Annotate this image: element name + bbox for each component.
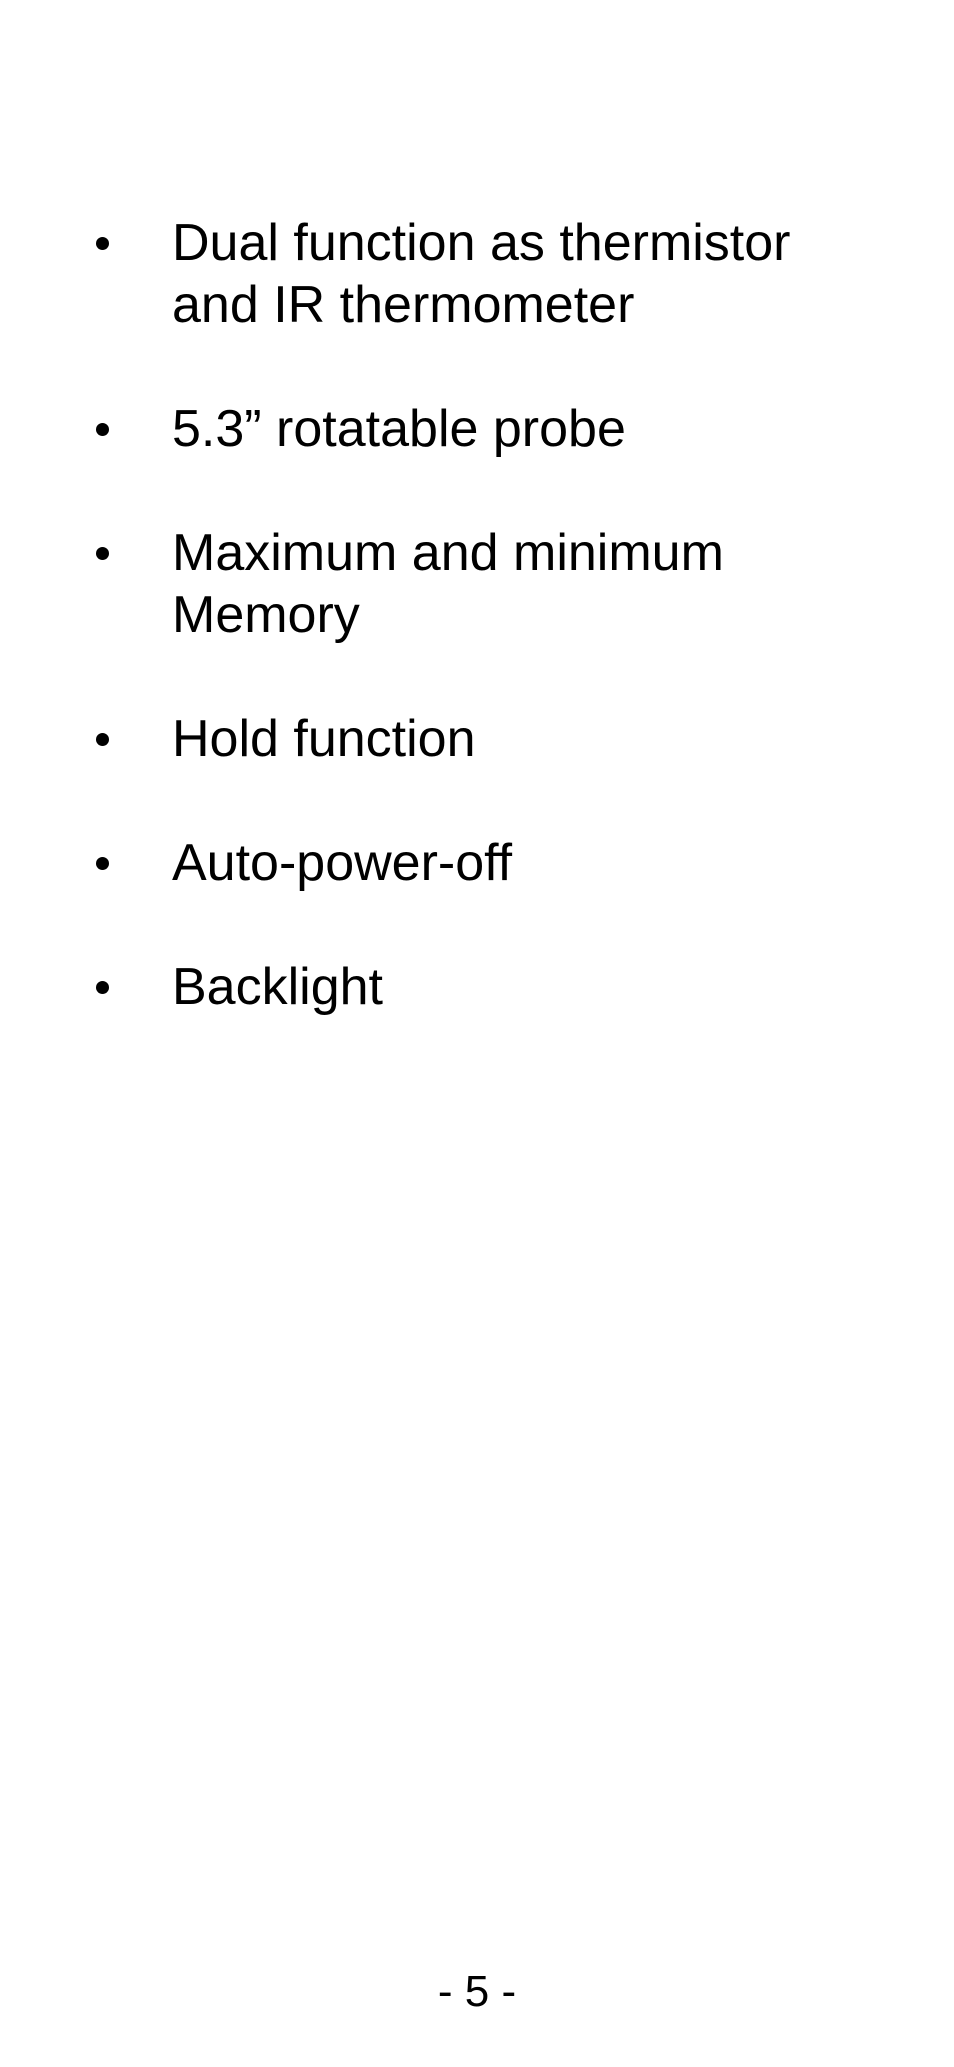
feature-text: Hold function xyxy=(172,710,476,768)
bullet-icon xyxy=(96,237,109,250)
feature-text: 5.3” rotatable probe xyxy=(172,400,626,458)
bullet-icon xyxy=(96,733,109,746)
feature-text-line-2: Memory xyxy=(172,586,360,644)
feature-text: Auto-power-off xyxy=(172,834,513,892)
page-number: - 5 - xyxy=(437,1967,517,2016)
feature-item-auto-power-off: Auto-power-off xyxy=(0,832,954,894)
bullet-icon xyxy=(96,547,109,560)
feature-text: Backlight xyxy=(172,958,383,1016)
feature-item-max-min-memory: Maximum and minimum Memory xyxy=(0,522,954,646)
feature-text-line-2: and IR thermometer xyxy=(172,276,635,334)
bullet-icon xyxy=(96,423,109,436)
feature-text-line-1: Maximum and minimum xyxy=(172,524,724,582)
feature-text-line-1: Dual function as thermistor xyxy=(172,214,791,272)
feature-item-dual-function: Dual function as thermistor and IR therm… xyxy=(0,212,954,336)
feature-item-rotatable-probe: 5.3” rotatable probe xyxy=(0,398,954,460)
feature-item-backlight: Backlight xyxy=(0,956,954,1018)
feature-list: Dual function as thermistor and IR therm… xyxy=(0,212,954,1080)
bullet-icon xyxy=(96,857,109,870)
feature-item-hold-function: Hold function xyxy=(0,708,954,770)
bullet-icon xyxy=(96,981,109,994)
